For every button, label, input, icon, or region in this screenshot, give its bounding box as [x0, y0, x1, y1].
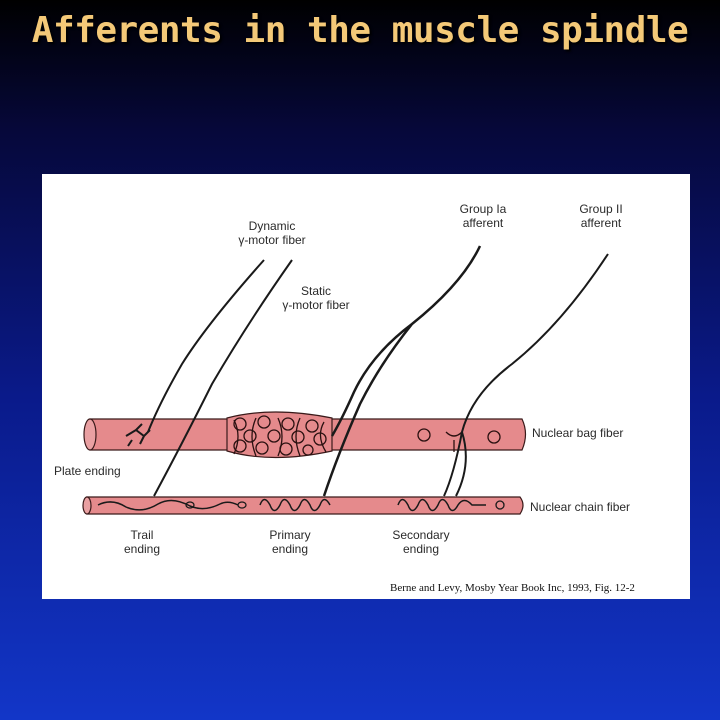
label-plate-ending: Plate ending	[54, 464, 121, 478]
plate-ending-bag	[125, 423, 151, 447]
trail-ending-chain	[97, 499, 239, 511]
label-nuclear-bag-fiber: Nuclear bag fiber	[532, 426, 624, 440]
secondary-coils-chain	[397, 498, 486, 512]
primary-coils-chain	[259, 498, 331, 512]
label-trail-ending: Trail ending	[123, 528, 161, 556]
figure-citation: Berne and Levy, Mosby Year Book Inc, 199…	[390, 582, 635, 594]
group-ii-afferent	[443, 253, 609, 497]
group-ia-afferent	[322, 245, 482, 497]
label-dynamic-gamma-motor-fiber: Dynamic γ-motor fiber	[238, 219, 306, 247]
bag-nuclei-cluster	[233, 415, 327, 457]
static-gamma-motor-fiber	[153, 259, 293, 497]
bag-secondary-region	[417, 428, 501, 452]
label-nuclear-chain-fiber: Nuclear chain fiber	[530, 500, 631, 514]
label-static-gamma-motor-fiber: Static γ-motor fiber	[282, 284, 350, 312]
spindle-diagram	[82, 245, 609, 515]
slide-title: Afferents in the muscle spindle	[31, 10, 689, 51]
label-secondary-ending: Secondary ending	[392, 528, 450, 556]
label-group-ia-afferent: Group Ia afferent	[459, 202, 507, 230]
label-group-ii-afferent: Group II afferent	[579, 202, 623, 230]
label-primary-ending: Primary ending	[269, 528, 311, 556]
dynamic-gamma-motor-fiber	[147, 259, 265, 433]
muscle-spindle-figure: Dynamic γ-motor fiber Static γ-motor fib…	[42, 174, 690, 599]
